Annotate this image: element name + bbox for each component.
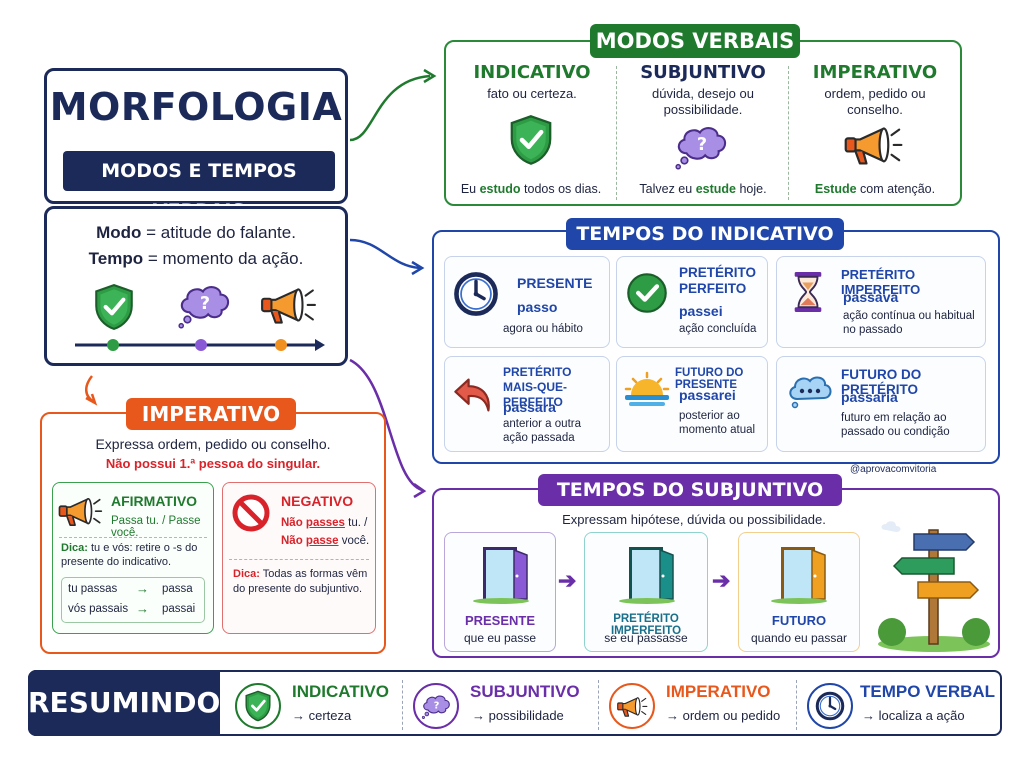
check-circle-icon: [625, 271, 669, 315]
thought-cloud-icon: [413, 683, 459, 729]
tempo-card-mais-que-perfeito: PRETÉRITO MAIS-QUE-PERFEITO passara ante…: [444, 356, 610, 452]
back-arrow-icon: [451, 373, 495, 417]
arrow-right-icon: →: [136, 601, 149, 616]
afirmativo-box: AFIRMATIVO Passa tu. / Passe você. Dica:…: [52, 482, 214, 634]
modo-indicativo: INDICATIVO fato ou certeza.: [473, 62, 591, 101]
tempos-indicativo-header: TEMPOS DO INDICATIVO: [566, 218, 844, 250]
imperativo-desc: Expressa ordem, pedido ou conselho.: [95, 436, 331, 452]
definition-card: Modo = atitude do falante. Tempo = momen…: [44, 206, 348, 366]
open-door-icon: [771, 547, 827, 604]
modo-imperativo: IMPERATIVO ordem, pedido ou conselho.: [812, 62, 938, 117]
negativo-box: NEGATIVO Não passes tu. / Não passe você…: [222, 482, 376, 634]
open-door-icon: [619, 547, 675, 604]
megaphone-icon: [609, 683, 655, 729]
modo-subjuntivo-example: Talvez eu estude hoje.: [639, 182, 767, 196]
modo-imperativo-example: Estude com atenção.: [814, 182, 936, 196]
conjugation-table: tu passas → passa vós passais → passai: [61, 577, 205, 623]
subjuntivo-card-preterito-imperfeito: PRETÉRITO IMPERFEITO se eu passasse: [584, 532, 708, 652]
modos-verbais-header: MODOS VERBAIS: [590, 24, 800, 58]
hourglass-icon: [789, 269, 827, 315]
resumindo-bar: RESUMINDO INDICATIVO → certeza SUBJUNTIV…: [28, 670, 1002, 736]
afirmativo-tip: Dica: tu e vós: retire o -s do presente …: [61, 542, 198, 568]
tempos-subjuntivo-panel: TEMPOS DO SUBJUNTIVO Expressam hipótese,…: [432, 474, 1000, 658]
tempo-card-presente: PRESENTE passo agora ou hábito: [444, 256, 610, 348]
negativo-line-1: Não passes tu. /: [281, 517, 368, 529]
prohibited-icon: [231, 493, 271, 533]
timeline-arrow: [75, 339, 325, 351]
imperativo-note: Não possui 1.ª pessoa do singular.: [105, 456, 321, 471]
arrow-right-icon: →: [136, 581, 149, 596]
megaphone-icon: [842, 122, 904, 170]
megaphone-icon: [57, 493, 103, 531]
tempo-card-preterito-perfeito: PRETÉRITO PERFEITO passei ação concluída: [616, 256, 768, 348]
shield-check-icon: [508, 114, 554, 166]
subjuntivo-desc: Expressam hipótese, dúvida ou possibilid…: [562, 512, 826, 527]
modos-verbais-panel: MODOS VERBAIS INDICATIVO fato ou certeza…: [444, 24, 962, 206]
modo-definition: Modo = atitude do falante.: [96, 223, 296, 242]
signpost-illustration: [878, 521, 990, 652]
open-door-icon: [473, 547, 529, 604]
modo-subjuntivo: SUBJUNTIVO dúvida, desejo ou possibilida…: [640, 62, 766, 117]
tempo-card-futuro-preterito: FUTURO DO PRETÉRITO passaria futuro em r…: [776, 356, 986, 452]
thought-cloud-icon: [672, 122, 730, 170]
tempo-card-futuro-presente: FUTURO DO PRESENTE passarei posterior ao…: [616, 356, 768, 452]
subjuntivo-card-futuro: FUTURO quando eu passar: [738, 532, 860, 652]
resumindo-label: RESUMINDO: [28, 670, 220, 736]
tempo-definition: Tempo = momento da ação.: [88, 249, 304, 268]
clock-icon: [807, 683, 853, 729]
imperativo-header: IMPERATIVO: [126, 398, 296, 430]
imperativo-panel: IMPERATIVO Expressa ordem, pedido ou con…: [40, 398, 386, 654]
negativo-line-2: Não passe você.: [281, 535, 370, 547]
tempos-subjuntivo-header: TEMPOS DO SUBJUNTIVO: [538, 474, 842, 506]
arrow-right-icon: ➔: [558, 568, 577, 593]
subjuntivo-card-presente: PRESENTE que eu passe: [444, 532, 556, 652]
page-title: MORFOLOGIA: [49, 85, 343, 129]
shield-check-icon: [235, 683, 281, 729]
dots-cloud-icon: [785, 371, 833, 411]
tempos-indicativo-panel: TEMPOS DO INDICATIVO PRESENTE passo agor…: [432, 218, 1000, 464]
sunrise-icon: [623, 371, 671, 411]
author-handle: @aprovacomvitoria: [850, 464, 937, 475]
modo-indicativo-example: Eu estudo todos os dias.: [460, 182, 602, 196]
arrow-right-icon: ➔: [712, 568, 731, 593]
negativo-tip: Dica: Todas as formas vêm do presente do…: [233, 568, 368, 595]
tempo-card-preterito-imperfeito: PRETÉRITO IMPERFEITO passava ação contín…: [776, 256, 986, 348]
clock-icon: [453, 271, 499, 317]
